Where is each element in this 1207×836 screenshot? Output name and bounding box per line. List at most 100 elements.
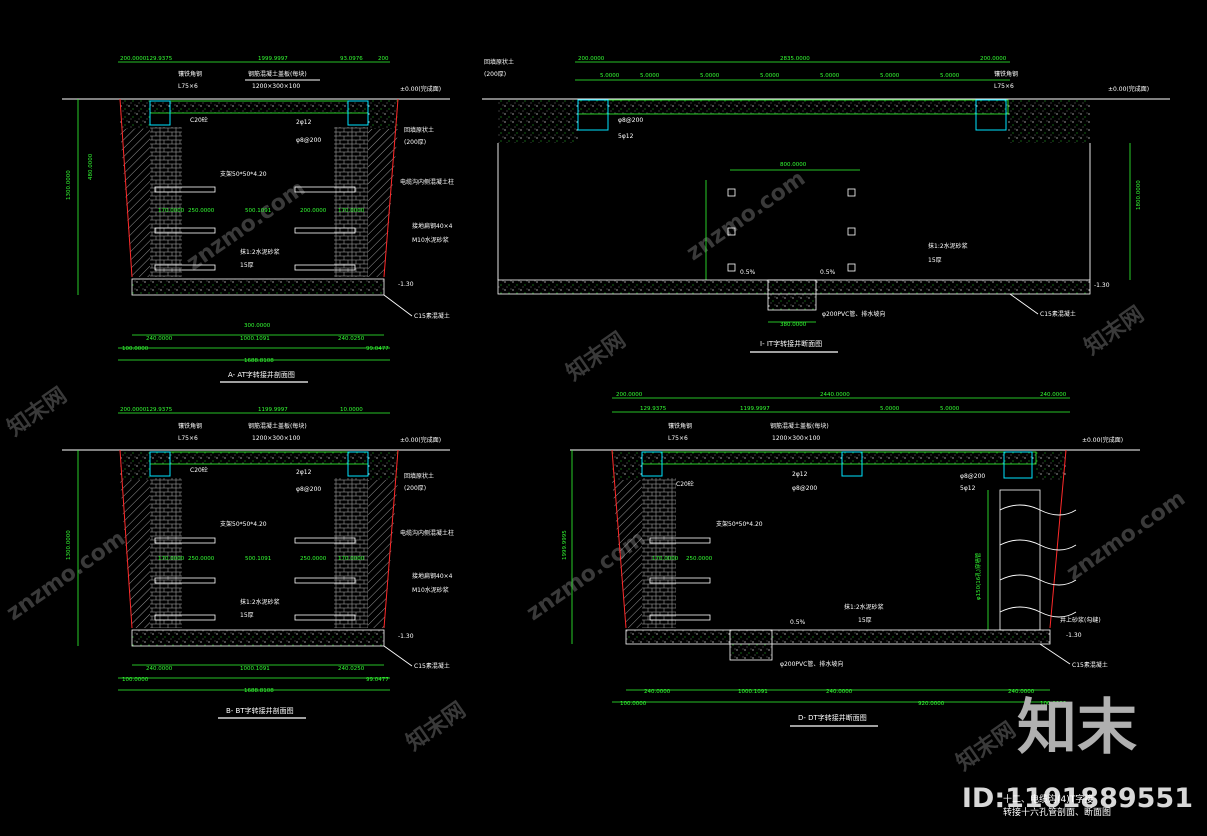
angle-frame: [577, 99, 609, 131]
dim-text: 170.0000: [158, 556, 185, 562]
cover-plate-fill: [642, 452, 1036, 464]
dim-text: 500.1091: [245, 556, 271, 562]
label: 15厚: [928, 257, 942, 264]
cable-bracket: [154, 537, 216, 544]
angle-frame: [149, 451, 171, 477]
dim-text: 1800.0000: [1136, 180, 1142, 210]
cable-bracket: [294, 537, 356, 544]
label: φ200PVC管、排水坡向: [780, 660, 843, 668]
dim-text: 99.0477: [366, 346, 389, 352]
backfill-hatch: [612, 480, 642, 628]
label: ±0.00(完成面): [1108, 85, 1149, 93]
dim-text: 2835.0000: [780, 56, 810, 62]
label: φ8@200: [296, 486, 321, 493]
label: -1.30: [398, 281, 414, 288]
label: 抹1:2水泥砂浆: [928, 242, 968, 250]
pipe-curve: [999, 504, 1077, 516]
dim-text: 300.0000: [244, 323, 271, 329]
pipe-hole: [727, 227, 736, 236]
soil-fill: [1008, 99, 1090, 143]
watermark-text: 知末网: [951, 717, 1020, 776]
dim-text: 170.0000: [338, 208, 365, 214]
cable-bracket: [154, 614, 216, 621]
cable-bracket: [649, 577, 711, 584]
view-title: A- AT字转接井剖面图: [228, 370, 295, 379]
dim-text: 200.0000: [120, 56, 147, 62]
dim-text: 5.0000: [700, 73, 720, 79]
dim-text: 240.0250: [338, 336, 365, 342]
dim-text: 5.0000: [820, 73, 840, 79]
cable-bracket: [649, 537, 711, 544]
dim-text: 10.0000: [340, 407, 363, 413]
dim-text: 240.0000: [146, 336, 173, 342]
label: L75×6: [994, 83, 1014, 90]
watermark-text: 知末网: [561, 327, 630, 386]
pipe-hole: [847, 263, 856, 272]
section-dd: 200.0000 2440.0000 240.0000 129.9375 119…: [562, 392, 1140, 727]
label: M10水泥砂浆: [412, 236, 449, 244]
label: 抹1:2水泥砂浆: [240, 598, 280, 606]
cable-bracket: [294, 264, 356, 271]
dim-text: 200.0000: [120, 407, 147, 413]
label: 2φ12: [296, 469, 312, 476]
dim-text: 1199.9997: [258, 407, 288, 413]
soil-fill: [120, 99, 150, 129]
cable-bracket: [649, 614, 711, 621]
label: C15素混凝土: [414, 312, 450, 320]
dim-text: 800.0000: [780, 162, 807, 168]
dim-text: 5.0000: [600, 73, 620, 79]
watermark-site: znzmo.com: [1062, 486, 1190, 586]
cable-bracket: [294, 186, 356, 193]
label: 5φ12: [960, 485, 976, 492]
sheet-title: 十二、电缆沟(4)T字接 转接十六孔管剖面、断面图: [1003, 794, 1111, 820]
dim-text: 100.0000: [122, 677, 149, 683]
sump: [768, 280, 816, 310]
angle-frame: [347, 451, 369, 477]
label: 回填原状土: [484, 58, 514, 66]
label: 电缆沟内侧混凝土柱: [400, 178, 454, 186]
brick-wall: [150, 478, 182, 628]
dim-text: 5.0000: [760, 73, 780, 79]
section-ii: 200.0000 2835.0000 200.0000 5.0000 5.000…: [482, 56, 1170, 353]
watermark-text: 知末网: [1080, 301, 1149, 360]
brand-logo: 知末: [1017, 693, 1137, 763]
base-slab-outline: [625, 629, 1051, 645]
label: 15厚: [240, 612, 254, 619]
label: 抹1:2水泥砂浆: [240, 248, 280, 256]
dim-text: 380.0000: [780, 322, 807, 328]
angle-frame: [149, 100, 171, 126]
soil-fill: [120, 450, 150, 480]
label: 钢筋混凝土盖板(每块): [770, 422, 829, 430]
cable-bracket: [154, 577, 216, 584]
dim-text: 1300.0000: [66, 170, 72, 200]
soil-fill: [498, 99, 578, 143]
label: 0.5%: [820, 269, 836, 276]
label: 镶铁角钢: [994, 70, 1018, 78]
label: ±0.00(完成面): [400, 85, 441, 93]
dim-text: 480.0000: [88, 153, 94, 180]
dim-text: 250.0000: [188, 556, 215, 562]
cable-bracket: [154, 227, 216, 234]
dim-text: 200.0000: [578, 56, 605, 62]
dim-text: 1688.8108: [244, 358, 274, 364]
base-slab-outline: [131, 278, 385, 296]
excavation-line: [383, 449, 399, 629]
brand-id: ID:1101889551: [961, 783, 1193, 814]
watermark-site: znzmo.com: [682, 166, 810, 266]
watermark-text: 知末网: [401, 697, 470, 756]
label: (200厚): [404, 485, 426, 492]
angle-frame: [347, 100, 369, 126]
label: -1.30: [1066, 632, 1082, 639]
excavation-line: [119, 98, 133, 278]
label: 抹1:2水泥砂浆: [844, 603, 884, 611]
dim-text: 250.0000: [686, 556, 713, 562]
dim-text: 1000.1091: [240, 666, 270, 672]
dim-text: 240.0000: [1040, 392, 1067, 398]
dim-text: 1999.9995: [562, 530, 568, 560]
label: 1200×300×100: [252, 83, 300, 90]
dim-text: 240.0000: [146, 666, 173, 672]
dim-text: 240.0000: [826, 689, 853, 695]
brick-wall: [642, 478, 676, 628]
pipe-hole: [847, 227, 856, 236]
dim-text: 99.0477: [366, 677, 389, 683]
